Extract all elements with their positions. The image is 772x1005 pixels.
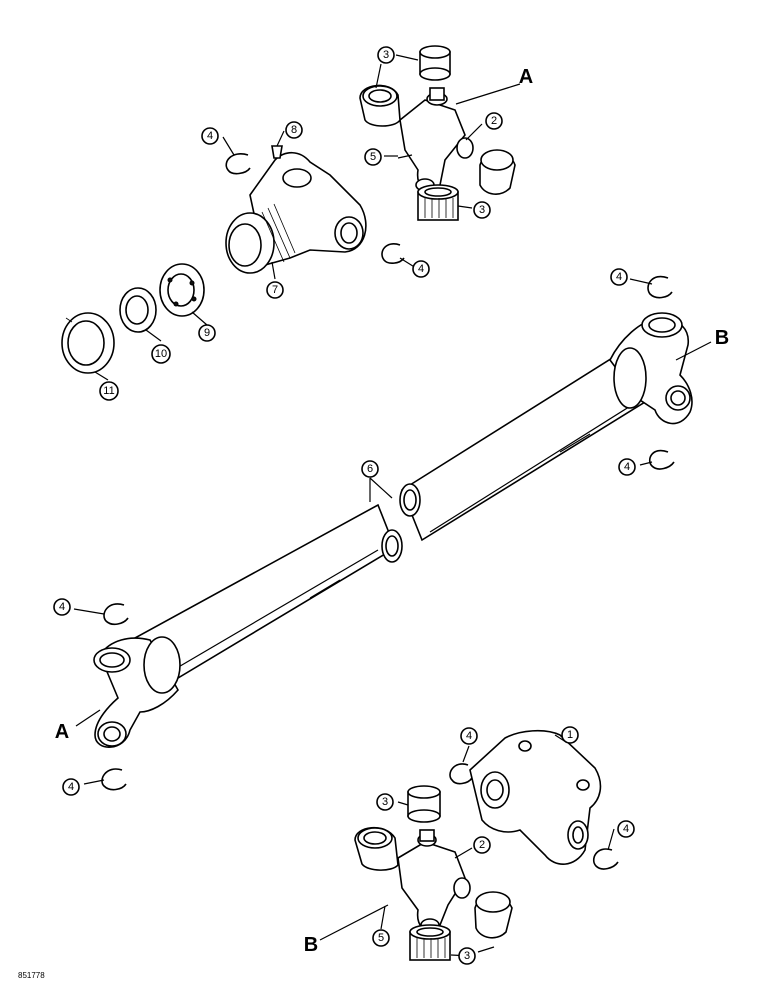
snap-ring-5 bbox=[103, 603, 129, 626]
leader-lines bbox=[73, 54, 712, 957]
callout-10: 10 bbox=[151, 344, 171, 364]
seal-ring bbox=[159, 263, 205, 317]
callout-9: 9 bbox=[198, 324, 216, 342]
callout-3a: 3 bbox=[377, 46, 395, 64]
snap-ring-6 bbox=[101, 768, 127, 791]
svg-text:2: 2 bbox=[479, 839, 485, 851]
svg-text:2: 2 bbox=[491, 115, 497, 127]
callout-4h: 4 bbox=[617, 820, 635, 838]
svg-text:10: 10 bbox=[155, 348, 167, 360]
svg-text:11: 11 bbox=[103, 385, 114, 397]
callout-4c: 4 bbox=[610, 268, 628, 286]
svg-text:6: 6 bbox=[367, 463, 373, 475]
svg-text:4: 4 bbox=[68, 781, 74, 793]
svg-text:9: 9 bbox=[204, 327, 210, 339]
universal-joint-a bbox=[399, 87, 474, 192]
callout-5a: 5 bbox=[364, 148, 382, 166]
svg-text:4: 4 bbox=[624, 461, 630, 473]
snap-ring-3 bbox=[647, 275, 673, 299]
washer bbox=[119, 287, 157, 333]
callout-3d: 3 bbox=[458, 947, 476, 965]
driveshaft-tube-front bbox=[133, 503, 403, 692]
bearing-cup-b1 bbox=[407, 785, 441, 823]
callout-4a: 4 bbox=[201, 127, 219, 145]
reference-code: 851778 bbox=[18, 971, 45, 980]
svg-text:3: 3 bbox=[479, 204, 485, 216]
callout-2a: 2 bbox=[485, 112, 503, 130]
svg-text:3: 3 bbox=[383, 49, 389, 61]
label-b-bottom: B bbox=[304, 934, 318, 956]
dust-cap bbox=[61, 312, 115, 374]
svg-text:7: 7 bbox=[272, 284, 278, 296]
bearing-cup-a2 bbox=[359, 84, 401, 127]
callout-6: 6 bbox=[361, 460, 379, 478]
callout-11: 11 bbox=[99, 381, 119, 401]
bearing-cup-a3 bbox=[479, 149, 516, 195]
universal-joint-b bbox=[397, 829, 471, 932]
bearing-cup-b3 bbox=[474, 891, 513, 939]
callout-4b: 4 bbox=[412, 260, 430, 278]
svg-text:4: 4 bbox=[616, 271, 622, 283]
svg-text:5: 5 bbox=[370, 151, 376, 163]
grease-fitting-a bbox=[397, 154, 413, 159]
label-a-top: A bbox=[519, 66, 533, 88]
callout-4f: 4 bbox=[62, 778, 80, 796]
bearing-cup-a1 bbox=[419, 45, 451, 81]
svg-text:4: 4 bbox=[466, 730, 472, 742]
label-a-left: A bbox=[55, 721, 69, 743]
callout-4d: 4 bbox=[618, 458, 636, 476]
snap-ring-2 bbox=[381, 243, 405, 264]
callout-4g: 4 bbox=[460, 727, 478, 745]
label-b-right: B bbox=[715, 327, 729, 349]
tube-yoke-rear bbox=[609, 312, 693, 425]
snap-ring-4 bbox=[648, 449, 675, 470]
callout-2b: 2 bbox=[473, 836, 491, 854]
callout-4e: 4 bbox=[53, 598, 71, 616]
bearing-cup-a4 bbox=[417, 184, 459, 221]
bearing-cup-b2 bbox=[354, 826, 399, 871]
svg-text:8: 8 bbox=[291, 124, 297, 136]
tube-yoke-front bbox=[93, 636, 181, 748]
svg-text:3: 3 bbox=[464, 950, 470, 962]
svg-text:3: 3 bbox=[382, 796, 388, 808]
driveshaft-tube-rear bbox=[399, 348, 646, 542]
snap-ring-8 bbox=[592, 848, 619, 870]
svg-text:4: 4 bbox=[623, 823, 629, 835]
slip-yoke bbox=[225, 145, 367, 274]
callout-3c: 3 bbox=[376, 793, 394, 811]
bearing-cup-b4 bbox=[409, 924, 451, 961]
callout-1: 1 bbox=[561, 726, 579, 744]
svg-text:4: 4 bbox=[59, 601, 65, 613]
svg-text:1: 1 bbox=[567, 729, 573, 741]
callout-5b: 5 bbox=[372, 929, 390, 947]
callout-7: 7 bbox=[266, 281, 284, 299]
svg-text:5: 5 bbox=[378, 932, 384, 944]
svg-text:4: 4 bbox=[207, 130, 213, 142]
snap-ring-1 bbox=[225, 153, 251, 175]
svg-text:4: 4 bbox=[418, 263, 424, 275]
callout-8: 8 bbox=[285, 121, 303, 139]
snap-ring-7 bbox=[449, 763, 473, 785]
flange-yoke bbox=[469, 729, 602, 865]
callout-3b: 3 bbox=[473, 201, 491, 219]
